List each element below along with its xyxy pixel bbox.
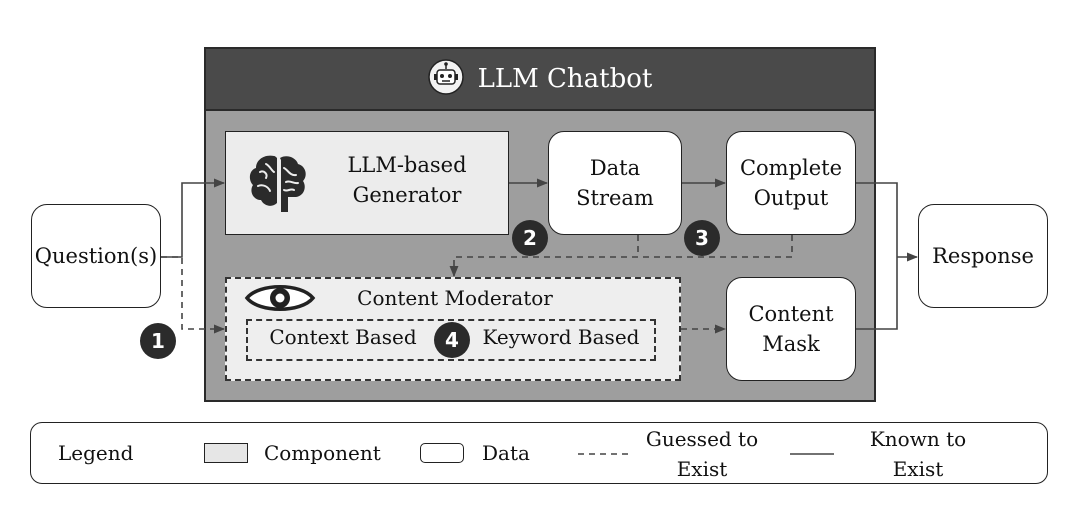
arrow-question-to-moderator — [161, 256, 226, 334]
step-badge-2: 2 — [512, 220, 548, 256]
eye-icon — [244, 281, 316, 319]
context-based-label: Context Based — [269, 325, 417, 349]
complete-output-label: Complete Output — [739, 155, 843, 210]
chatbot-header: LLM Chatbot — [204, 47, 876, 111]
robot-icon — [427, 59, 464, 99]
response-box: Response — [918, 204, 1048, 308]
content-mask-box: Content Mask — [726, 277, 856, 381]
legend-guessed-label: Guessed to Exist — [645, 427, 759, 481]
moderator-methods-group — [246, 319, 656, 361]
arrow-stream-to-moderator — [449, 235, 639, 278]
content-moderator-title: Content Moderator — [357, 286, 553, 310]
keyword-based-label: Keyword Based — [482, 325, 640, 349]
legend-data-label: Data — [482, 441, 530, 465]
legend — [30, 422, 1048, 484]
step-badge-3: 3 — [684, 220, 720, 256]
legend-data-swatch — [420, 443, 464, 463]
line-output-to-moderator — [638, 235, 793, 258]
chatbot-title: LLM Chatbot — [477, 64, 653, 94]
arrow-question-to-generator — [161, 178, 226, 258]
data-stream-box: Data Stream — [548, 131, 682, 235]
response-label: Response — [932, 243, 1034, 268]
line-output-to-response — [856, 182, 898, 257]
legend-component-label: Component — [264, 441, 381, 465]
generator-label: LLM-based Generator — [347, 153, 467, 208]
content-mask-label: Content Mask — [748, 301, 834, 356]
legend-title: Legend — [58, 441, 134, 465]
question-box: Question(s) — [31, 204, 161, 308]
legend-component-swatch — [204, 443, 248, 463]
brain-icon — [244, 148, 314, 222]
step-badge-4: 4 — [434, 322, 470, 358]
complete-output-box: Complete Output — [726, 131, 856, 235]
data-stream-label: Data Stream — [576, 155, 654, 210]
step-badge-1: 1 — [140, 323, 176, 359]
line-mask-to-response — [856, 257, 898, 330]
legend-dashed-line — [578, 453, 628, 455]
legend-solid-line — [790, 453, 834, 455]
legend-known-label: Known to Exist — [869, 427, 967, 481]
question-label: Question(s) — [34, 243, 158, 268]
